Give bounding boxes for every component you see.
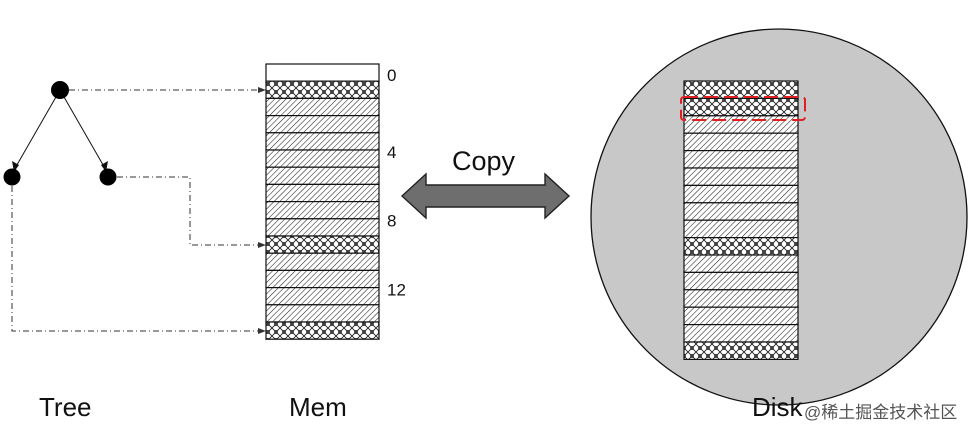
memory-row [265,269,380,289]
memory-index-label: 12 [387,280,406,299]
tree-graph [3,81,117,186]
memory-index-label: 0 [387,66,396,85]
memory-row [265,80,380,99]
disk-row [683,80,799,99]
memory-row [265,287,380,306]
tree-node-left [3,168,21,186]
memory-index-label: 4 [387,143,396,162]
disk-row [683,97,799,117]
memory-row [265,252,380,271]
caption-tree: Tree [39,392,92,422]
tree-edge-left [13,89,61,171]
memory-row [265,321,380,340]
disk-row [683,115,799,134]
memory-row [265,235,380,254]
memory-row [265,149,380,168]
copy-arrow: Copy [400,146,571,220]
memory-row [265,132,380,151]
disk-block [683,80,799,360]
pointer-arrowheads [258,87,266,334]
memory-row [265,183,380,203]
disk-row [683,324,799,343]
memory-row [265,218,380,237]
memory-block [265,63,380,340]
disk [590,28,968,406]
disk-highlight-box [680,96,806,121]
disk-row [683,341,799,360]
caption-disk: Disk [752,392,803,422]
pointer-left [11,186,262,332]
copy-double-arrow-icon [400,172,571,220]
copy-label: Copy [452,146,516,176]
tree-node-root [51,81,69,99]
memory-row [265,114,380,134]
disk-row [683,289,799,308]
tree-node-right [99,168,117,186]
memory-row [265,63,380,82]
disk-row [683,132,799,152]
tree-pointers [11,89,262,332]
caption-mem: Mem [289,392,347,422]
disk-row [683,202,799,221]
disk-row [683,271,799,291]
disk-row [683,254,799,273]
tree-edge-right [59,89,107,171]
disk-row [683,150,799,169]
memory-row [265,201,380,220]
memory-indices: 0 4 8 12 [387,66,406,299]
watermark: @稀土掘金技术社区 [804,403,958,422]
disk-row [683,167,799,186]
memory-row [265,97,380,117]
memory-row [265,166,380,185]
memory-index-label: 8 [387,212,396,231]
disk-row [683,219,799,239]
disk-row [683,237,799,256]
disk-row [683,184,799,204]
pointer-right [117,176,262,246]
disk-row [683,306,799,326]
memory-row [265,304,380,323]
